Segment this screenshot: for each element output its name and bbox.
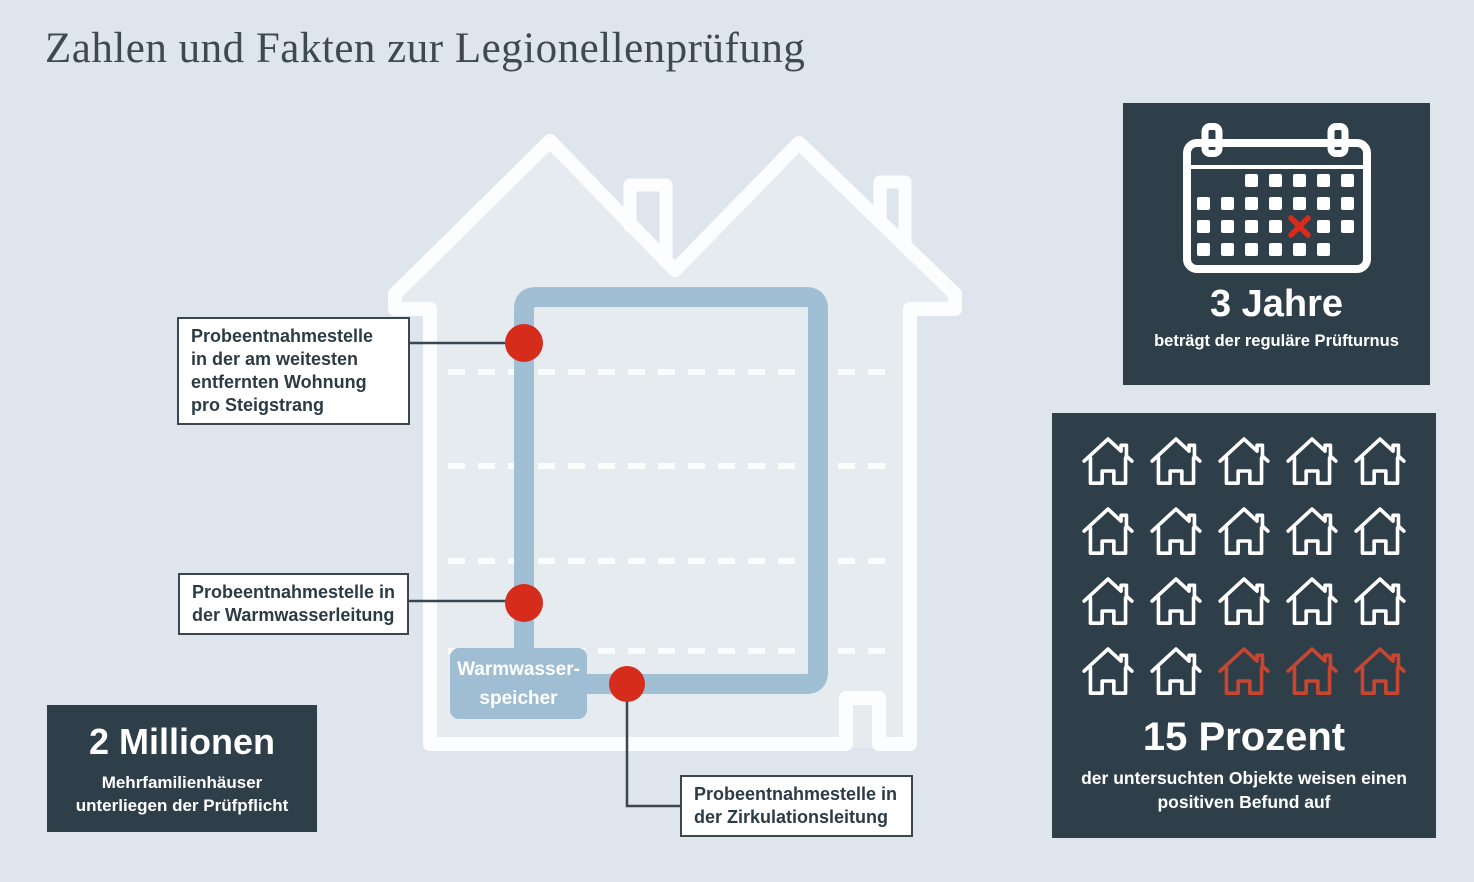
calendar-day (1316, 243, 1330, 256)
stat-caption-interval: beträgt der reguläre Prüfturnus (1154, 330, 1399, 353)
caption-line: beträgt der reguläre Prüfturnus (1154, 332, 1399, 350)
caption-line: der untersuchten Objekte weisen einen (1081, 768, 1407, 788)
house-icon (1353, 435, 1407, 489)
tank-label-line: speicher (479, 687, 558, 709)
sampling-dot-circulation (609, 666, 645, 702)
calendar-day (1196, 220, 1210, 233)
calendar-day (1196, 197, 1210, 210)
house-icon (1149, 645, 1203, 699)
callout-hot-water-line: Probeentnahmestelle in der Warmwasserlei… (178, 573, 409, 635)
calendar-day (1268, 220, 1282, 233)
caption-line: Mehrfamilienhäuser (101, 772, 263, 792)
stat-box-obligation: 2 Millionen Mehrfamilienhäuser unterlieg… (47, 705, 317, 832)
calendar-day (1268, 243, 1282, 256)
house-icon (1285, 505, 1339, 559)
house-icon (1081, 435, 1135, 489)
house-icon (1081, 575, 1135, 629)
stat-box-interval: 3 Jahre beträgt der reguläre Prüfturnus (1123, 103, 1430, 385)
calendar-day (1244, 243, 1258, 256)
stat-value-interval: 3 Jahre (1209, 283, 1344, 325)
callout-line: entfernten Wohnung (191, 372, 367, 392)
callout-circulation-line: Probeentnahmestelle in der Zirkulationsl… (680, 775, 913, 837)
house-icon (1149, 435, 1203, 489)
calendar-day (1220, 243, 1234, 256)
houses-grid (1081, 435, 1407, 699)
stat-box-positive: 15 Prozent der untersuchten Objekte weis… (1052, 413, 1436, 838)
house-icon (1149, 575, 1203, 629)
hot-water-tank (450, 648, 587, 719)
house-icon (1285, 575, 1339, 629)
hot-water-tank-label: Warmwasser- speicher (450, 648, 587, 719)
stat-value-obligation: 2 Millionen (88, 720, 275, 762)
calendar-day (1340, 220, 1354, 233)
callout-line: Probeentnahmestelle (191, 326, 374, 346)
chimney-left (623, 178, 673, 269)
caption-line: positiven Befund auf (1157, 792, 1331, 812)
calendar-day (1268, 197, 1282, 210)
house-icon (1149, 505, 1203, 559)
calendar-day (1244, 174, 1258, 187)
callout-riser: Probeentnahmestelle in der am weitesten … (177, 317, 410, 425)
calendar-day (1268, 174, 1282, 187)
chimney-right (873, 175, 912, 250)
calendar-day (1316, 197, 1330, 210)
callout-line: in der am weitesten (191, 349, 359, 369)
page-title: Zahlen und Fakten zur Legionellenprüfung (45, 25, 806, 72)
calendar-day (1340, 197, 1354, 210)
calendar-day (1340, 174, 1354, 187)
callout-line: pro Steigstrang (191, 395, 325, 415)
callout-line: Probeentnahmestelle in (694, 784, 898, 804)
sampling-points (505, 324, 645, 702)
calendar-day (1244, 220, 1258, 233)
calendar-day (1316, 174, 1330, 187)
stat-value-positive: 15 Prozent (1142, 715, 1346, 759)
house-icon-positive (1285, 645, 1339, 699)
calendar-day (1244, 197, 1258, 210)
house-icon-positive (1353, 645, 1407, 699)
house-icon (1353, 505, 1407, 559)
connector-3 (625, 684, 681, 808)
calendar-marked-day-x (1287, 215, 1311, 238)
house-icon-positive (1217, 645, 1271, 699)
calendar-day (1196, 243, 1210, 256)
house-icon (1081, 505, 1135, 559)
tank-label-line: Warmwasser- (457, 658, 580, 680)
sampling-dot-riser (505, 324, 543, 362)
callout-line: der Warmwasserleitung (192, 605, 395, 625)
stat-caption-obligation: Mehrfamilienhäuser unterliegen der Prüfp… (76, 771, 289, 817)
calendar-days (1196, 174, 1354, 256)
calendar-body (1182, 139, 1371, 273)
house-icon (1285, 435, 1339, 489)
calendar-day (1292, 197, 1306, 210)
house-icon (1217, 505, 1271, 559)
house-icon (1081, 645, 1135, 699)
callout-line: Probeentnahmestelle in (192, 582, 396, 602)
caption-line: unterliegen der Prüfpflicht (75, 795, 289, 815)
calendar-day (1292, 174, 1306, 187)
pipe-circuit (514, 287, 828, 694)
house-icon (1217, 575, 1271, 629)
house-icon (1217, 435, 1271, 489)
calendar-day (1220, 197, 1234, 210)
callout-line: der Zirkulationsleitung (694, 807, 889, 827)
sampling-dot-hot-water (505, 584, 543, 622)
house-icon (1353, 575, 1407, 629)
stat-caption-positive: der untersuchten Objekte weisen einen po… (1081, 766, 1407, 814)
calendar-day (1220, 220, 1234, 233)
calendar-day (1292, 243, 1306, 256)
calendar-icon (1182, 123, 1371, 273)
calendar-day (1316, 220, 1330, 233)
house-outline (388, 134, 962, 751)
